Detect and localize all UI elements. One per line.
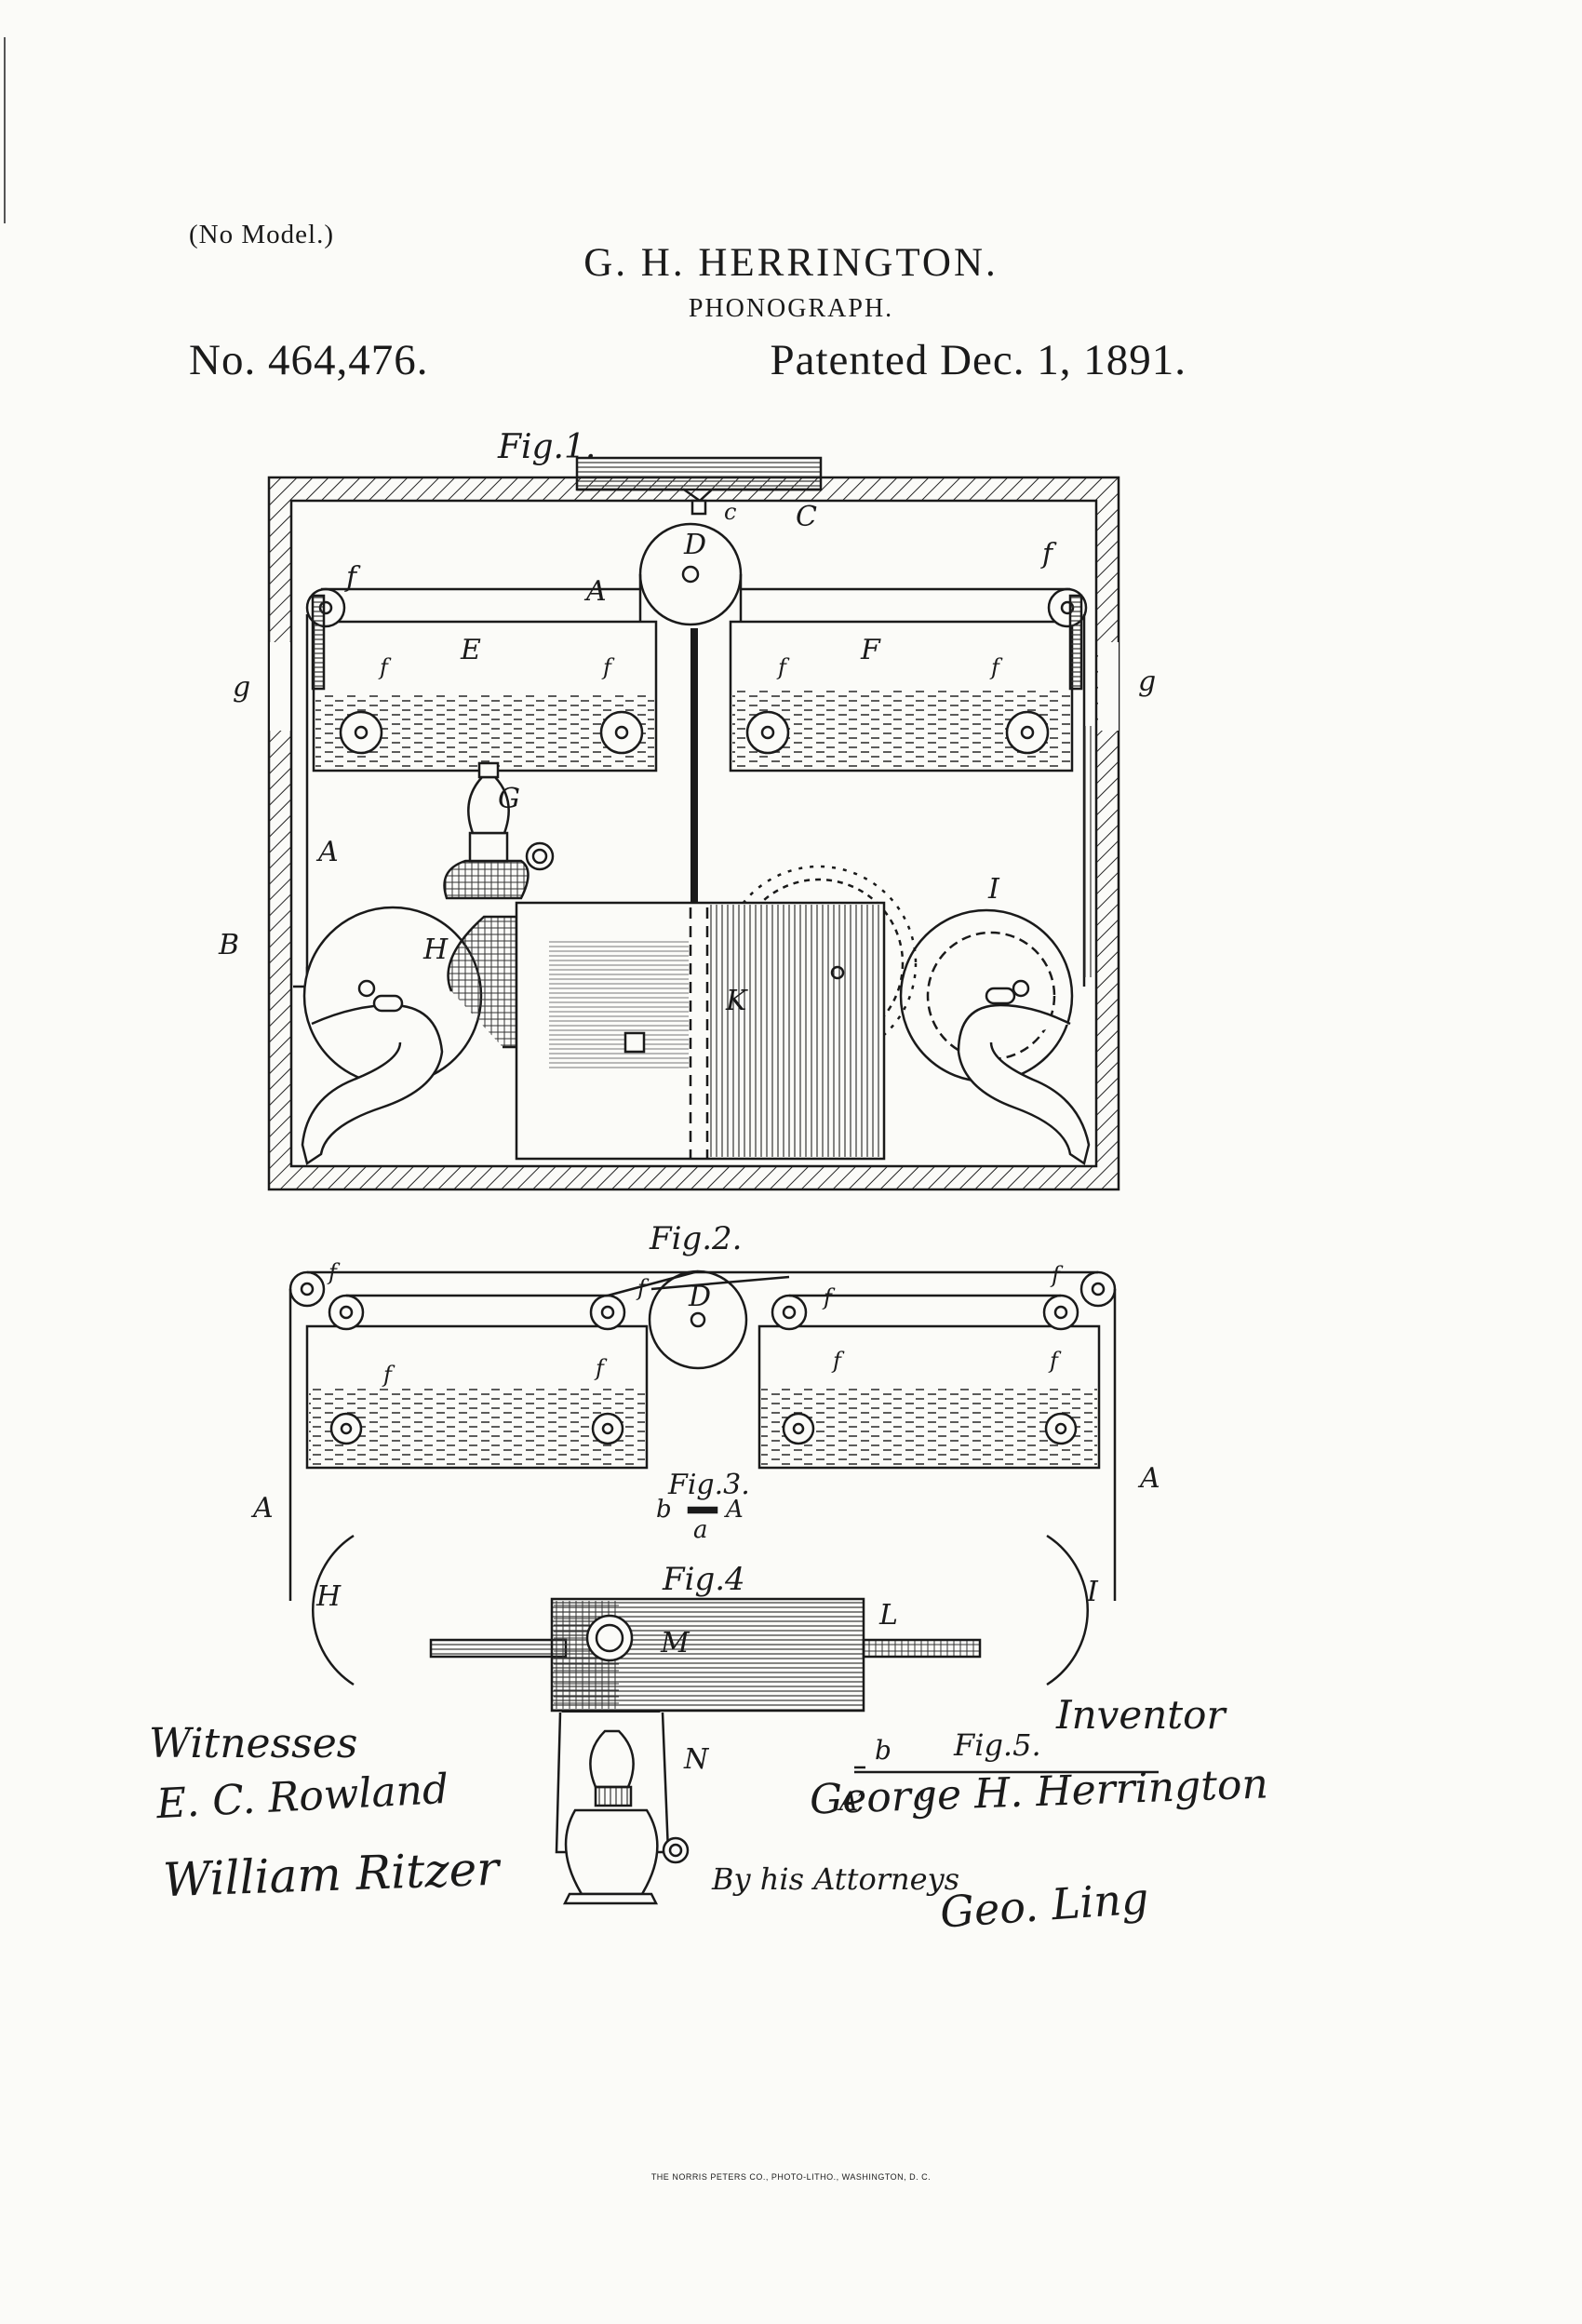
witnesses-heading: Witnesses [149,1720,358,1767]
label-b-fig3: b [656,1496,672,1524]
label-b-fig5: b [875,1735,892,1766]
label-A-prime-fig5: A′ [837,1786,865,1817]
patent-date: Patented Dec. 1, 1891. [770,336,1186,384]
label-g-left: g [233,671,250,704]
label-A-fig2-left: A [250,1492,274,1525]
no-model-note: (No Model.) [189,220,334,249]
label-K: K [725,985,748,1017]
label-G: G [498,783,520,815]
label-D-fig1: D [683,529,706,561]
label-A-fig1-left: A [315,836,339,868]
label-N: N [683,1743,710,1776]
scan-edge-line [4,37,6,223]
figure-4 [429,1597,982,1905]
label-L: L [878,1599,898,1632]
patent-title: PHONOGRAPH. [688,294,894,323]
fig4-label: Fig.4 [662,1561,745,1598]
inventor-heading: Inventor [1056,1692,1226,1738]
label-A-fig2-right: A [1137,1462,1160,1495]
fig5-label: Fig.5. [953,1727,1041,1763]
fig2-label: Fig.2. [649,1220,742,1257]
label-A-fig1: A [583,575,607,608]
patent-number: No. 464,476. [189,336,429,384]
figure-3 [687,1506,718,1514]
fig1-label: Fig.1. [497,428,596,466]
label-B: B [218,929,239,961]
label-M: M [660,1627,690,1659]
label-c-small: c [724,499,736,525]
label-f-fig2-4: f [1050,1262,1064,1288]
figure-1 [267,456,1120,1191]
label-C: C [796,501,817,533]
label-E: E [460,634,481,666]
label-H-fig1: H [422,934,449,966]
figure-5 [854,1766,1159,1774]
label-A-fig3: A [724,1496,744,1524]
attorneys-prefix: By his Attorneys [712,1861,960,1897]
lithographer-credit: THE NORRIS PETERS CO., PHOTO-LITHO., WAS… [650,2172,932,2182]
label-f-fig2-3: f [822,1284,836,1310]
fig3-label: Fig.3. [667,1469,750,1501]
label-a-fig5: a [919,1777,935,1807]
label-H-fig2: H [315,1580,342,1613]
label-I-fig2: I [1086,1576,1099,1608]
label-F: F [860,634,881,666]
label-g-right: g [1138,665,1156,698]
label-D-fig2: D [688,1281,711,1313]
inventor-name-heading: G. H. HERRINGTON. [583,241,999,285]
label-I-fig1: I [987,873,1000,906]
label-f-fig2-2: f [636,1275,650,1301]
drawing-labels: Fig.1. Fig.2. Fig.3. Fig.4 Fig.5. A A B … [218,428,1160,1817]
label-a-fig3: a [693,1516,708,1544]
figure-2 [288,1269,1117,1686]
